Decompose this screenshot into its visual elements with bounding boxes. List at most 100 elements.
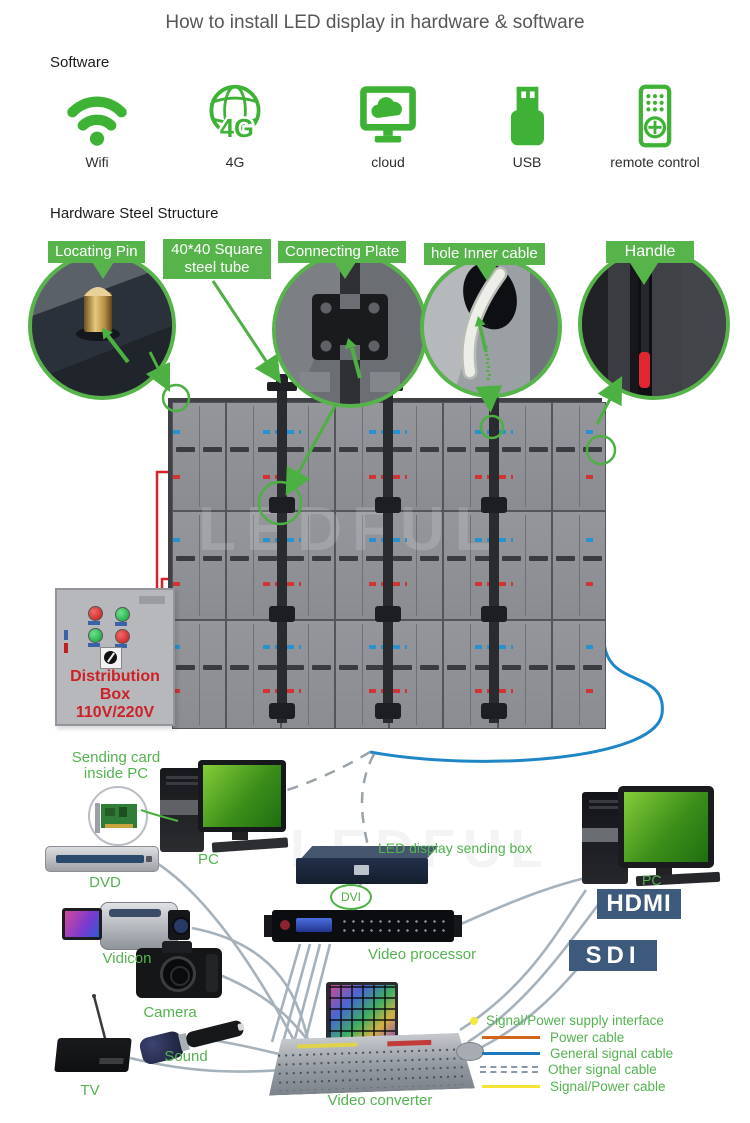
cabinet-cell xyxy=(497,511,552,620)
monitor-stand xyxy=(232,832,248,840)
sdi-badge: SDI xyxy=(569,940,657,971)
button-tag xyxy=(115,644,127,648)
power-connector-mark xyxy=(173,475,185,479)
vidicon-flip-screen xyxy=(62,908,102,940)
software-item-label: remote control xyxy=(610,154,700,170)
software-item-usb: USB xyxy=(462,82,592,170)
pc-left-label: PC xyxy=(198,851,219,868)
callout-pointer xyxy=(476,264,498,281)
power-connector-mark xyxy=(586,689,598,693)
video-processor xyxy=(264,910,462,942)
tube-joint xyxy=(481,606,507,622)
signal-connector-mark xyxy=(586,430,598,434)
steel-tube xyxy=(489,376,499,723)
distribution-box-label: Distribution xyxy=(70,668,160,685)
pc-right-label: PC xyxy=(642,872,662,888)
dvd-label: DVD xyxy=(89,874,121,891)
monitor-stand xyxy=(656,868,672,875)
button-tag xyxy=(88,621,100,625)
callout-square-steel-tube: 40*40 Square steel tube xyxy=(163,239,271,279)
box-logo xyxy=(139,596,165,604)
usb-icon xyxy=(462,82,592,150)
legend-swatch-general-line xyxy=(482,1052,540,1055)
distribution-box: Distribution Box 110V/220V xyxy=(55,588,175,726)
signal-connector-mark xyxy=(173,538,185,542)
distribution-box-label: 110V/220V xyxy=(75,704,155,721)
cabinet-cell xyxy=(172,402,227,511)
vidicon-label: Vidicon xyxy=(102,950,152,967)
tv-label: TV xyxy=(80,1082,100,1099)
callout-hole-inner-cable: hole Inner cable xyxy=(424,243,545,265)
tv-box xyxy=(54,1038,132,1072)
software-item-cloud: cloud xyxy=(323,82,453,170)
tube-joint xyxy=(269,497,295,513)
power-connector-mark xyxy=(173,689,185,693)
callout-connecting-plate: Connecting Plate xyxy=(278,241,407,263)
dvd-player xyxy=(45,846,159,872)
software-item-4g: 4G 4G xyxy=(170,82,300,170)
cabinet-cell xyxy=(551,620,606,729)
tube-joint xyxy=(481,497,507,513)
legend-swatch-dot xyxy=(470,1016,478,1025)
button-tag xyxy=(115,622,127,626)
signal-connector-mark xyxy=(173,430,185,434)
tube-joint xyxy=(269,703,295,719)
legend-label: Power cable xyxy=(550,1030,625,1045)
legend-item-other: Other signal cable xyxy=(480,1062,657,1077)
software-item-label: 4G xyxy=(225,154,245,170)
pc-left-monitor xyxy=(198,760,286,832)
page-title: How to install LED display in hardware &… xyxy=(165,12,585,33)
4g-globe-icon: 4G xyxy=(170,82,300,150)
callout-pointer xyxy=(630,263,658,285)
steel-tube xyxy=(383,376,393,723)
cabinet-cell xyxy=(226,511,281,620)
tube-joint xyxy=(481,703,507,719)
tube-joint xyxy=(375,497,401,513)
cabinet-cell xyxy=(172,511,227,620)
callout-pointer xyxy=(92,262,114,279)
mouse xyxy=(456,1042,484,1061)
software-item-label: USB xyxy=(512,154,542,170)
legend-item-interface: Signal/Power supply interface xyxy=(470,1013,664,1028)
led-panel-cabinet-grid xyxy=(172,402,606,729)
steel-tube xyxy=(277,376,287,723)
legend-swatch-dashed-line xyxy=(480,1066,538,1073)
distribution-box-label: Box xyxy=(99,686,131,703)
green-button xyxy=(115,607,130,622)
cabinet-cell xyxy=(551,511,606,620)
red-button xyxy=(115,629,130,644)
dvi-bubble: DVI xyxy=(330,884,372,910)
remote-control-icon xyxy=(590,82,720,150)
sound-label: Sound xyxy=(164,1048,208,1065)
callout-locating-pin: Locating Pin xyxy=(48,241,145,263)
legend-label: Signal/Power supply interface xyxy=(486,1013,664,1028)
cloud-monitor-icon xyxy=(323,82,453,150)
legend-item-power: Power cable xyxy=(482,1030,624,1045)
software-item-wifi: Wifi xyxy=(32,82,162,170)
dvi-label: DVI xyxy=(340,890,361,904)
legend-swatch-yellow-line xyxy=(482,1085,540,1088)
callout-handle: Handle xyxy=(606,241,694,263)
pc-right-monitor xyxy=(618,786,714,868)
side-mark xyxy=(64,630,68,640)
power-connector-mark xyxy=(586,475,598,479)
software-item-remote: remote control xyxy=(590,82,720,170)
cabinet-cell xyxy=(443,511,498,620)
rotary-switch xyxy=(100,647,122,669)
vidicon-lens xyxy=(168,910,190,940)
cabinet-cell xyxy=(389,511,444,620)
green-button xyxy=(88,628,103,643)
callout-pointer xyxy=(334,262,356,279)
cabinet-cell xyxy=(280,511,335,620)
legend-label: Signal/Power cable xyxy=(550,1079,666,1094)
connecting-plate-photo xyxy=(272,252,428,408)
legend-item-signal-power: Signal/Power cable xyxy=(482,1079,666,1094)
hardware-section-heading: Hardware Steel Structure xyxy=(50,205,219,222)
software-item-label: cloud xyxy=(371,154,405,170)
tube-joint xyxy=(269,606,295,622)
sending-box-label: LED display sending box xyxy=(378,840,533,856)
camera-dslr xyxy=(136,941,222,998)
led-sending-box xyxy=(296,858,428,884)
cabinet-cell xyxy=(334,511,389,620)
